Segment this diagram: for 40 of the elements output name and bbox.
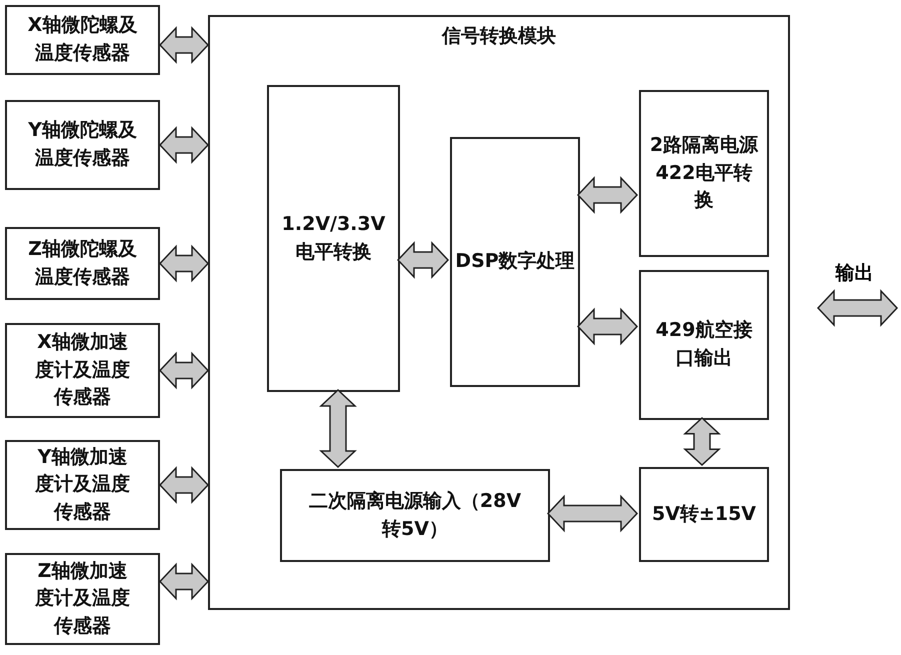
block-label: Z轴微陀螺及温度传感器 — [27, 236, 138, 290]
block-label: 二次隔离电源输入（28V转5V） — [308, 488, 522, 542]
block-label: Y轴微加速度计及温度传感器 — [34, 444, 131, 525]
double-arrow — [158, 352, 210, 390]
block-box — [267, 85, 400, 392]
block-label: X轴微加速度计及温度传感器 — [34, 330, 131, 410]
block-box — [5, 100, 160, 190]
block-box — [5, 553, 160, 645]
double-arrow — [158, 466, 210, 504]
double-arrow — [816, 289, 898, 327]
block-label: Y轴微陀螺及温度传感器 — [27, 118, 138, 171]
block-box — [639, 467, 769, 562]
block-label: Z轴微加速度计及温度传感器 — [34, 558, 131, 639]
double-arrow — [546, 494, 638, 532]
double-arrow — [158, 562, 210, 600]
edge-label: 输出 — [836, 261, 874, 286]
double-arrow — [319, 388, 357, 468]
double-arrow — [396, 241, 450, 279]
double-arrow — [576, 176, 638, 214]
module-title: 信号转换模块 — [440, 24, 557, 49]
block-box — [639, 270, 769, 420]
block-box — [280, 469, 550, 562]
block-label: 5V转±15V — [651, 502, 757, 527]
block-box — [5, 323, 160, 418]
block-label: 429航空接口输出 — [654, 318, 754, 371]
block-box — [208, 15, 790, 610]
double-arrow — [576, 308, 638, 346]
block-box — [450, 137, 580, 387]
block-box — [639, 90, 769, 257]
double-arrow — [158, 126, 210, 164]
block-label: 2路隔离电源422电平转换 — [649, 133, 759, 214]
double-arrow — [158, 244, 210, 282]
double-arrow — [683, 416, 721, 466]
block-label: X轴微陀螺及温度传感器 — [26, 13, 138, 66]
block-label: DSP数字处理 — [455, 249, 575, 274]
double-arrow — [158, 26, 210, 64]
block-label: 1.2V/3.3V电平转换 — [280, 212, 386, 264]
block-box — [5, 5, 160, 75]
block-box — [5, 440, 160, 530]
block-box — [5, 227, 160, 300]
